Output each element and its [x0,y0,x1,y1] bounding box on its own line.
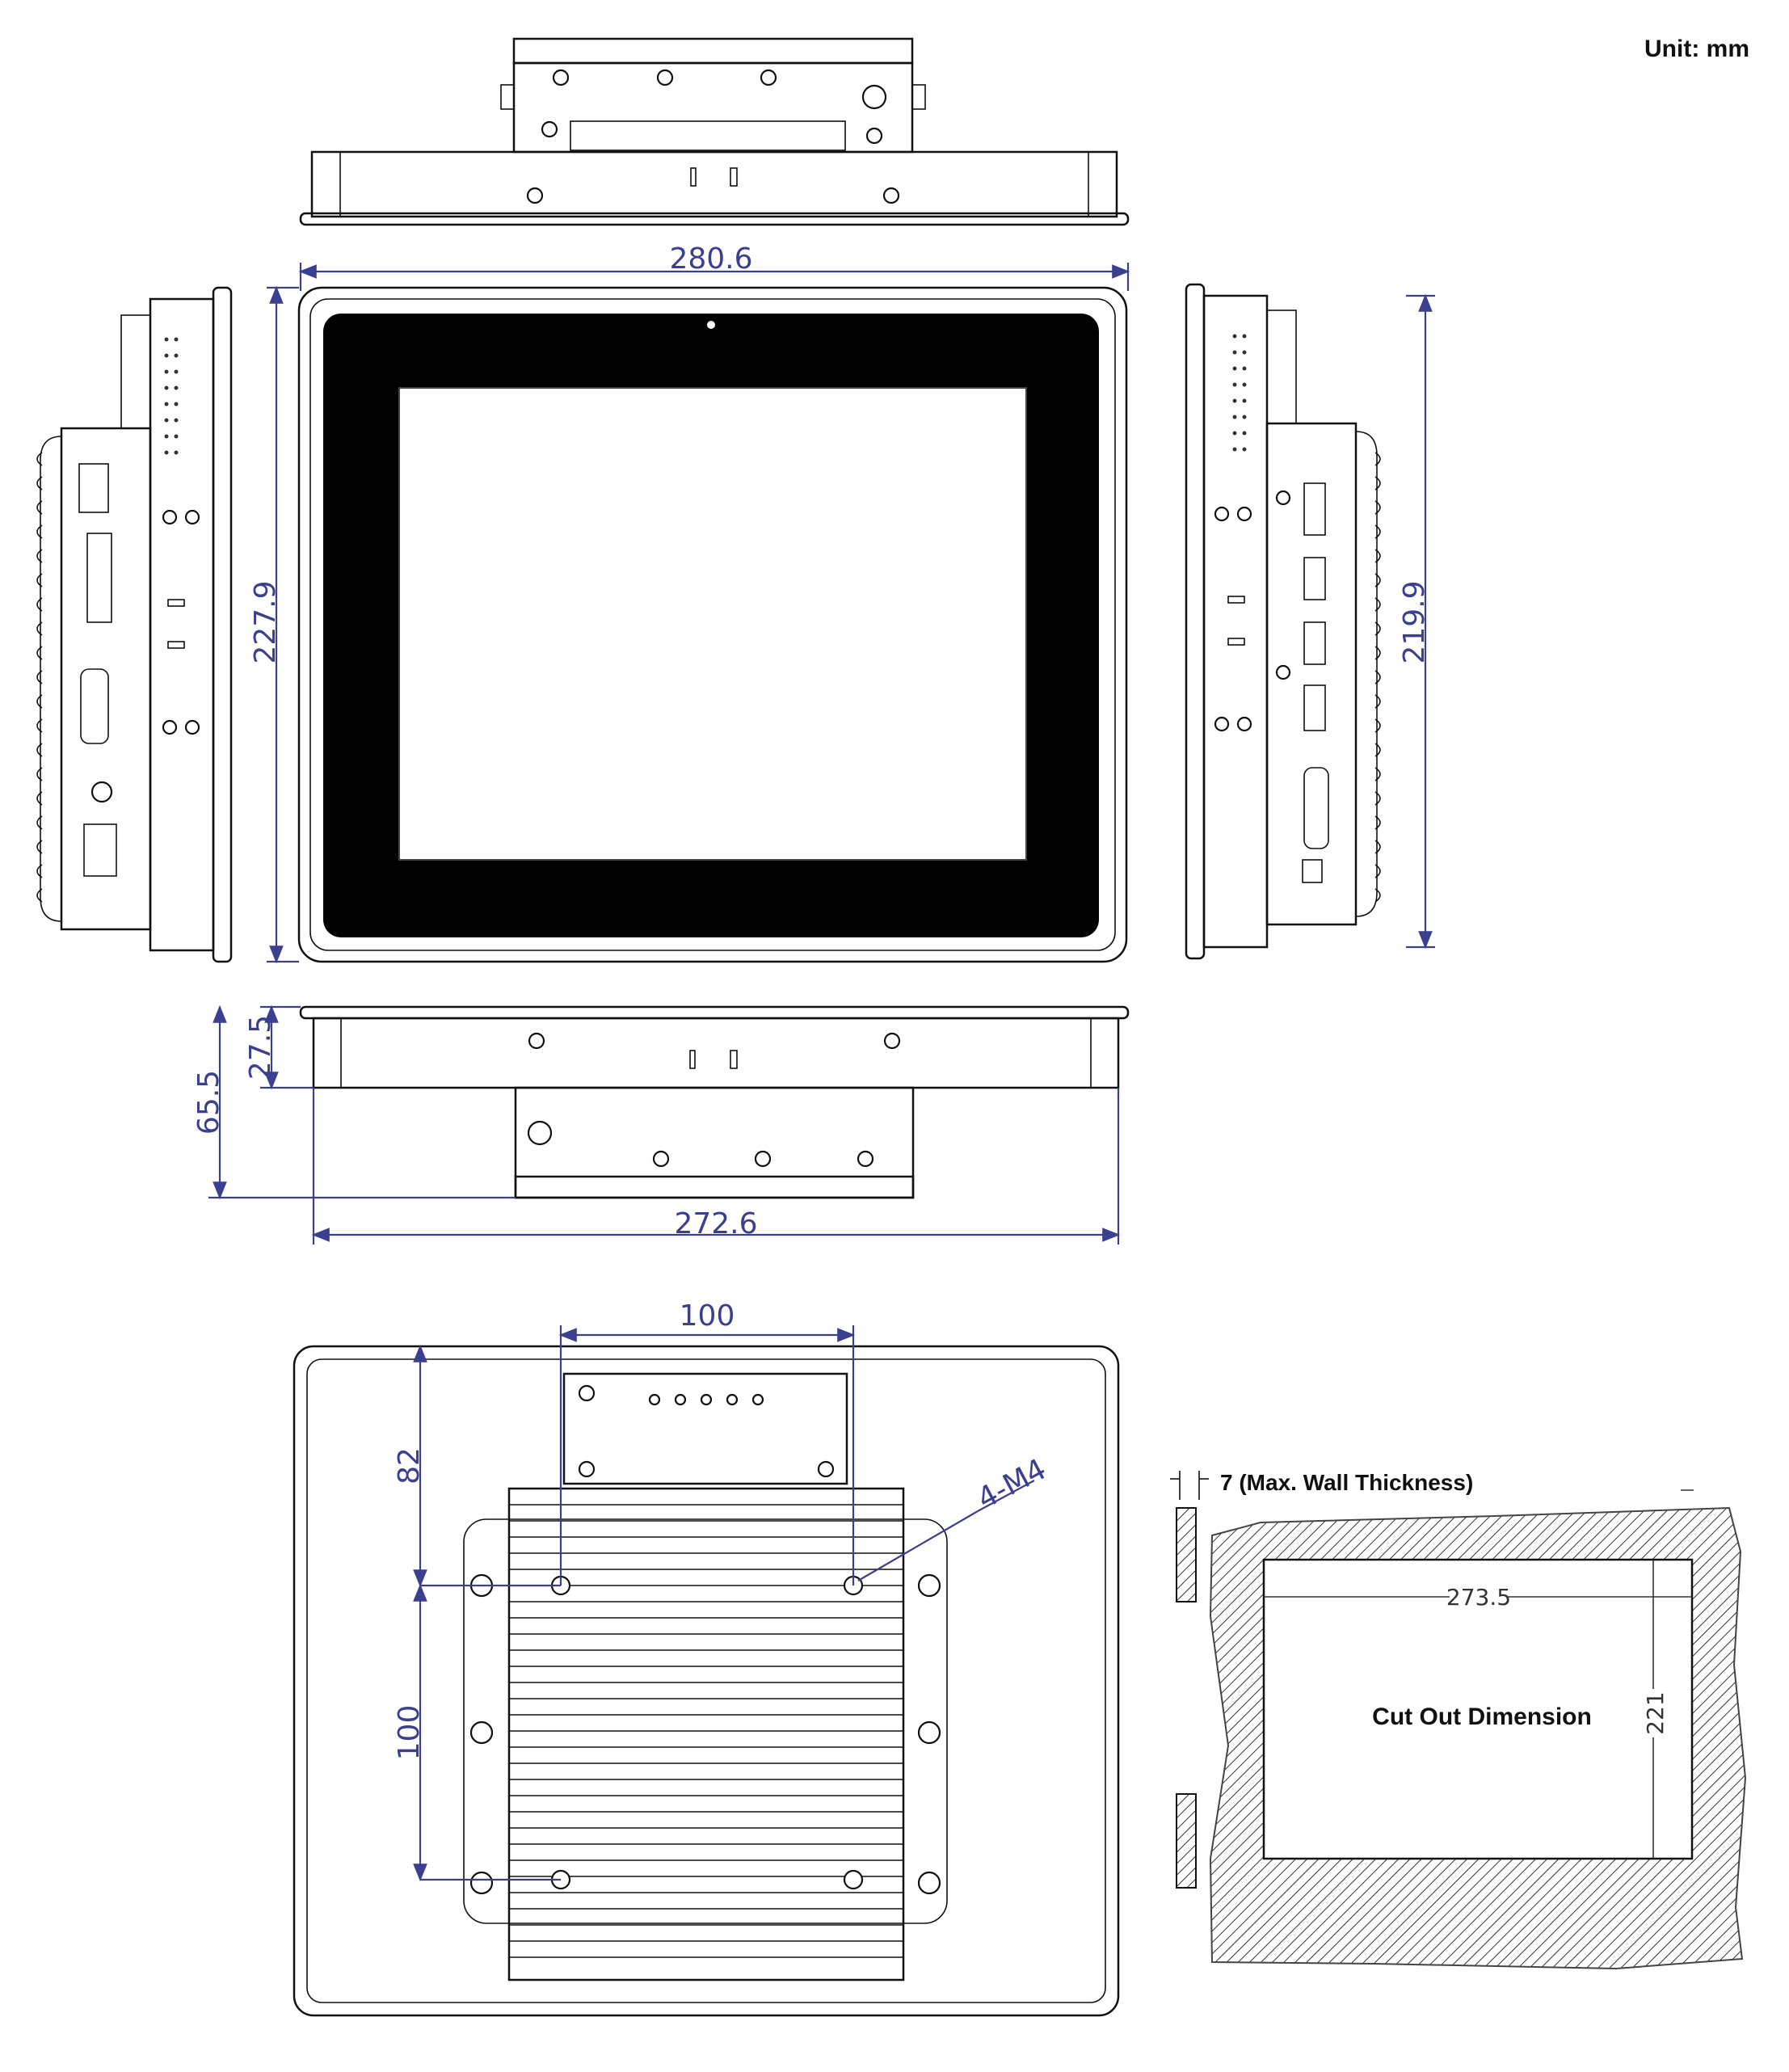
camera-icon [707,321,715,329]
cutout-height: 221 [1642,1691,1669,1734]
dim-front-width: 280.6 [669,242,752,276]
dim-bottom-total-depth: 65.5 [192,1070,225,1135]
cutout-wall-note: 7 (Max. Wall Thickness) [1220,1470,1473,1495]
dim-vesa-vertical: 100 [393,1705,426,1761]
dim-bottom-front-depth: 27.5 [244,1015,277,1080]
cutout-title: Cut Out Dimension [1372,1704,1592,1730]
left-side-view [36,286,233,963]
cutout-diagram: 7 (Max. Wall Thickness) 273.5 221 Cut Ou… [1170,1470,1747,1970]
dim-mount-screws: 4-M4 [972,1453,1052,1516]
right-side-view [1185,283,1381,960]
dim-vesa-horizontal: 100 [680,1299,735,1333]
top-view [299,37,1130,226]
dim-bottom-width: 272.6 [674,1207,757,1240]
dim-side-height: 219.9 [1398,580,1431,663]
cutout-opening [1262,1558,1694,1860]
display-screen [398,387,1027,861]
front-view [297,286,1128,963]
dim-front-height: 227.9 [249,580,282,663]
heatsink-fins [509,1504,903,1958]
bottom-view [299,1005,1130,1199]
dim-vesa-top-offset: 82 [393,1447,426,1485]
unit-label: Unit: mm [1644,36,1749,62]
rear-view [293,1345,1120,2017]
cutout-width: 273.5 [1446,1584,1511,1611]
